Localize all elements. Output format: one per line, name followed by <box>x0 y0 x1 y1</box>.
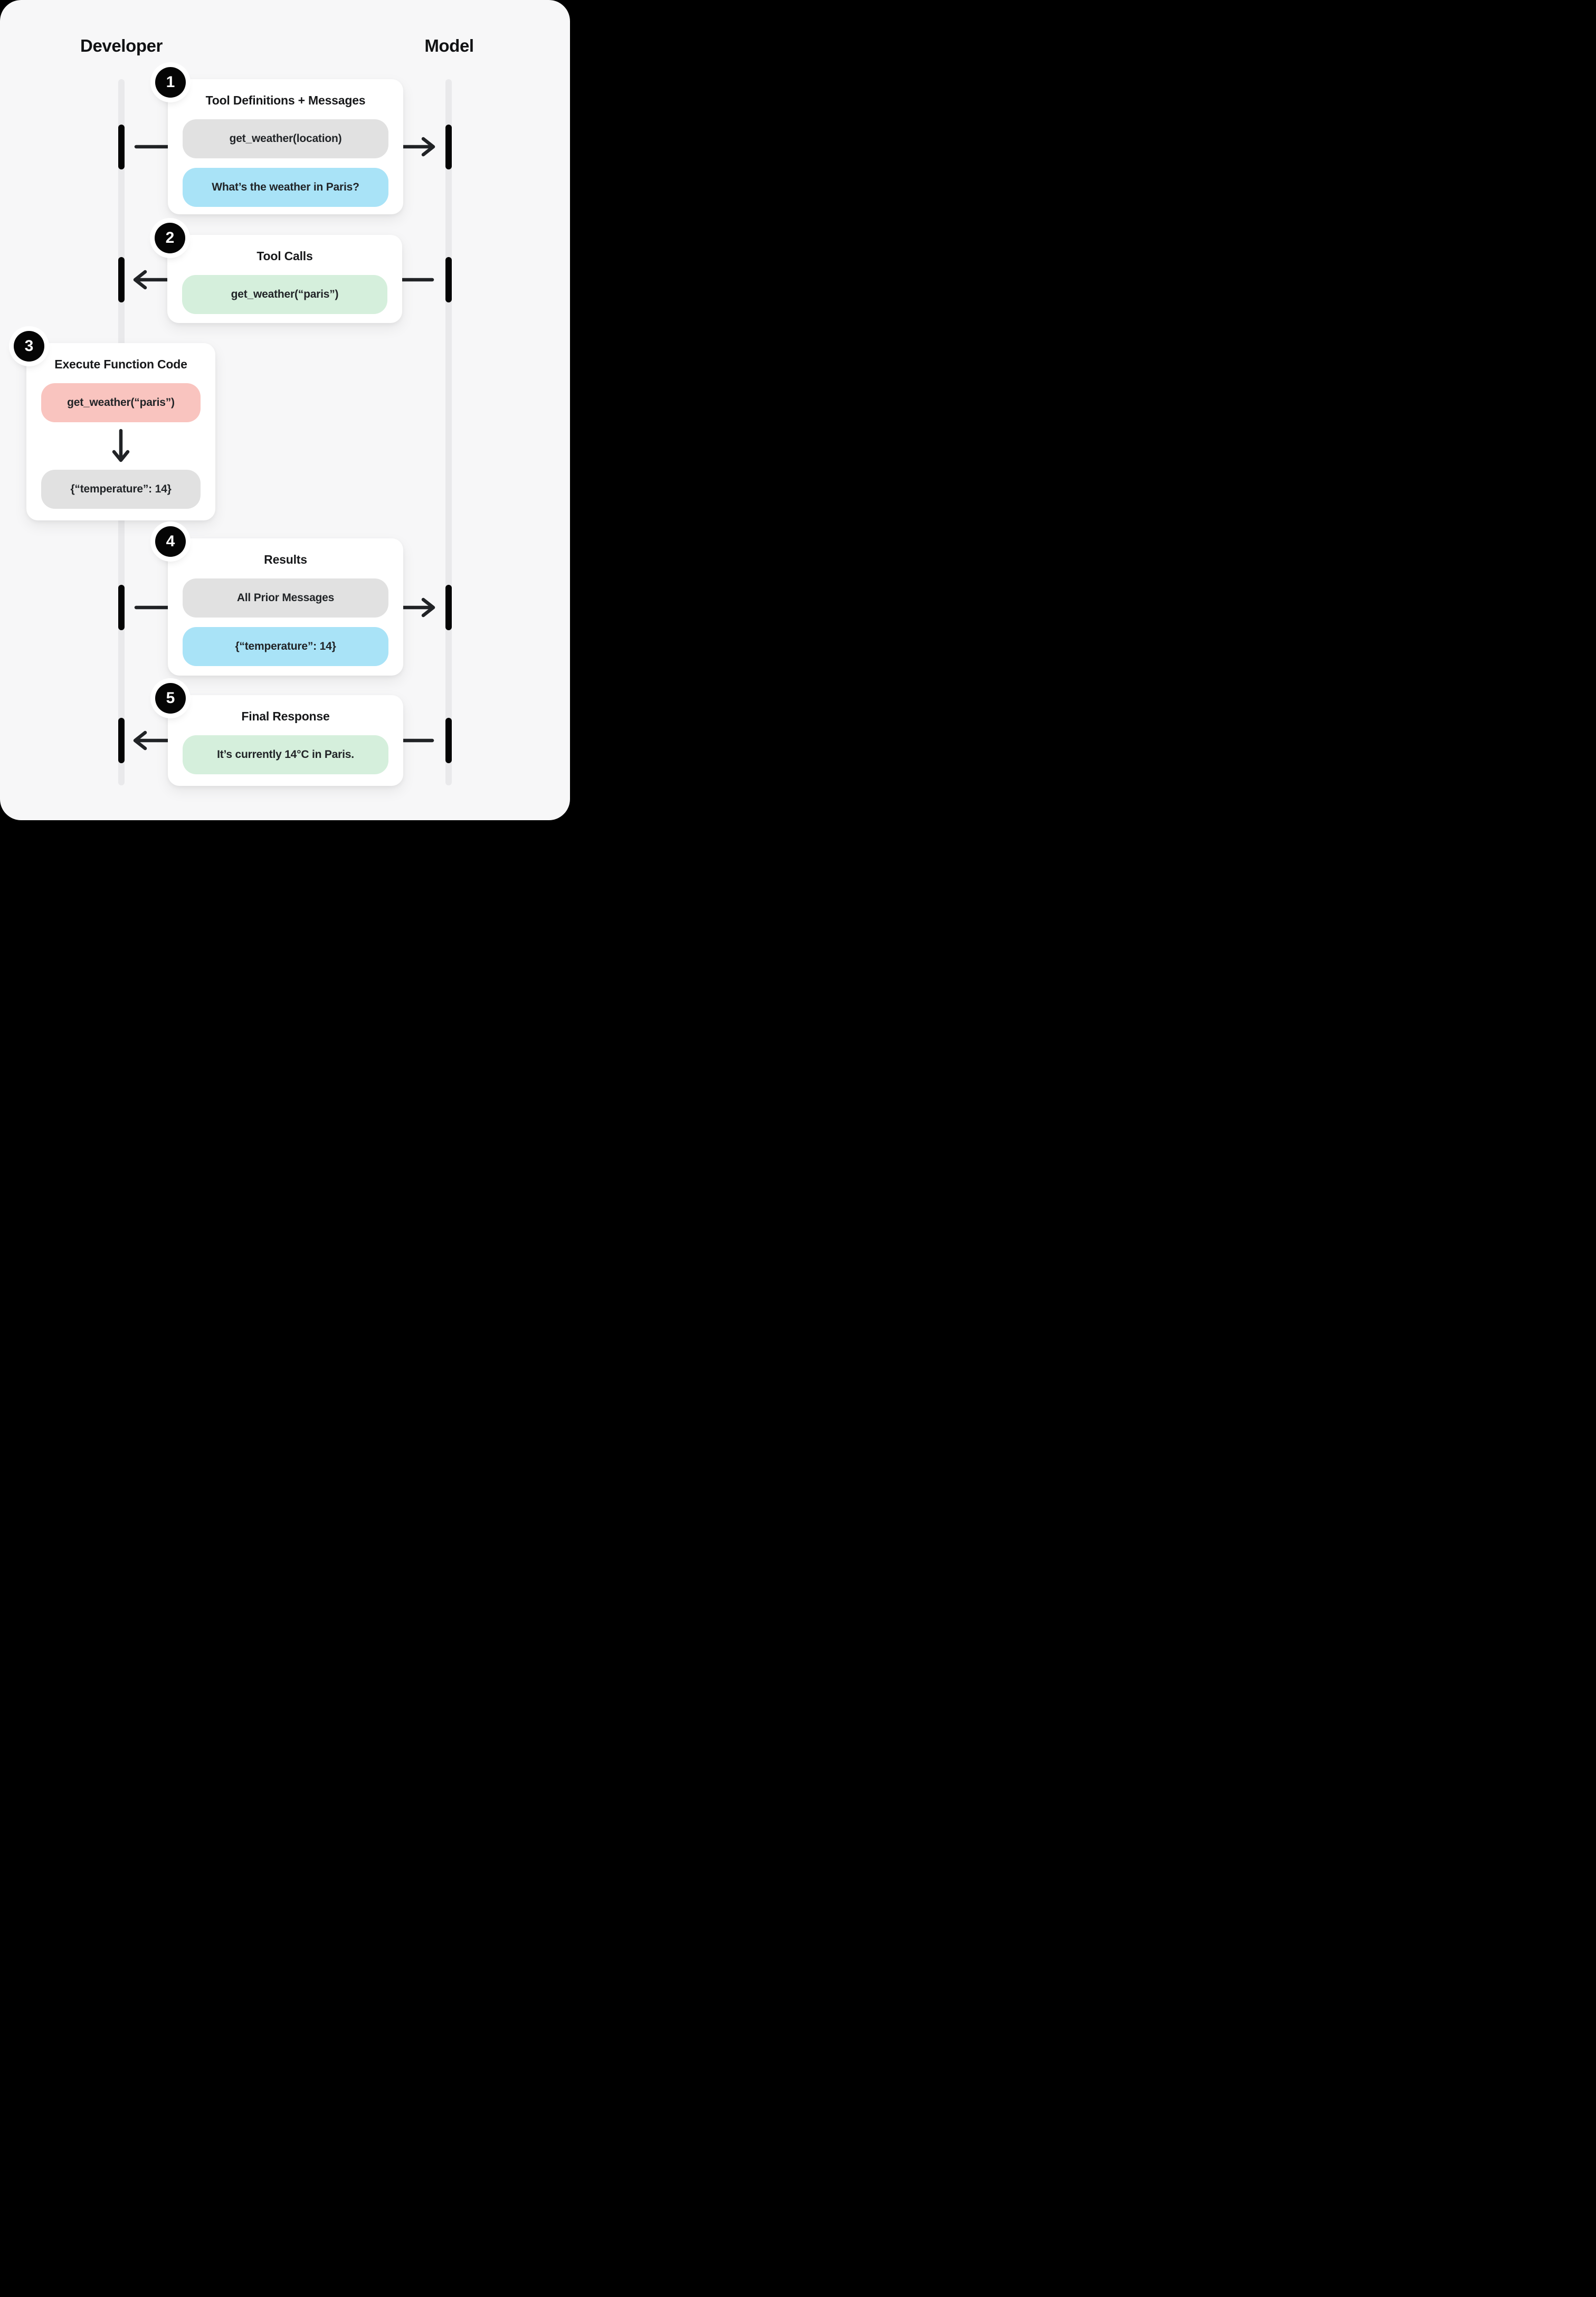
step5-title: Final Response <box>241 709 330 723</box>
step1-tool-definition-pill: get_weather(location) <box>183 119 388 158</box>
step4-title: Results <box>264 553 307 566</box>
developer-activation-step2 <box>118 257 125 302</box>
model-activation-step2 <box>445 257 452 302</box>
step5-number-badge: 5 <box>155 683 186 714</box>
step5-card: 5 Final Response It’s currently 14°C in … <box>155 683 403 786</box>
model-activation-step5 <box>445 718 452 763</box>
step2-title: Tool Calls <box>256 249 313 263</box>
step1-card: 1 Tool Definitions + Messages get_weathe… <box>155 67 403 214</box>
actor-label-developer: Developer <box>80 36 163 55</box>
model-activation-step4 <box>445 585 452 630</box>
step4-number-badge: 4 <box>155 526 186 557</box>
step3-function-result-pill: {“temperature”: 14} <box>41 470 201 509</box>
step1-number-badge: 1 <box>155 67 186 98</box>
step2-tool-call-pill: get_weather(“paris”) <box>182 275 387 314</box>
developer-activation-step4 <box>118 585 125 630</box>
step4-result-pill: {“temperature”: 14} <box>183 627 388 666</box>
developer-activation-step5 <box>118 718 125 763</box>
step1-user-message-pill: What’s the weather in Paris? <box>183 168 388 207</box>
step3-function-call-pill: get_weather(“paris”) <box>41 383 201 422</box>
step4-prior-messages-pill: All Prior Messages <box>183 578 388 618</box>
step4-card: 4 Results All Prior Messages {“temperatu… <box>155 526 403 676</box>
step1-title: Tool Definitions + Messages <box>205 93 366 107</box>
step3-card: 3 Execute Function Code get_weather(“par… <box>14 331 215 520</box>
down-arrow-icon <box>112 429 130 462</box>
step3-number-badge: 3 <box>14 331 44 362</box>
model-activation-step1 <box>445 125 452 169</box>
actor-label-model: Model <box>424 36 474 55</box>
developer-activation-step1 <box>118 125 125 169</box>
sequence-diagram: Developer Model 1 Tool Definitions + Mes… <box>0 0 570 820</box>
step3-title: Execute Function Code <box>54 357 187 371</box>
model-lifeline <box>445 79 452 785</box>
step5-final-response-pill: It’s currently 14°C in Paris. <box>183 735 388 774</box>
step2-number-badge: 2 <box>155 223 185 253</box>
step2-card: 2 Tool Calls get_weather(“paris”) <box>155 223 402 323</box>
